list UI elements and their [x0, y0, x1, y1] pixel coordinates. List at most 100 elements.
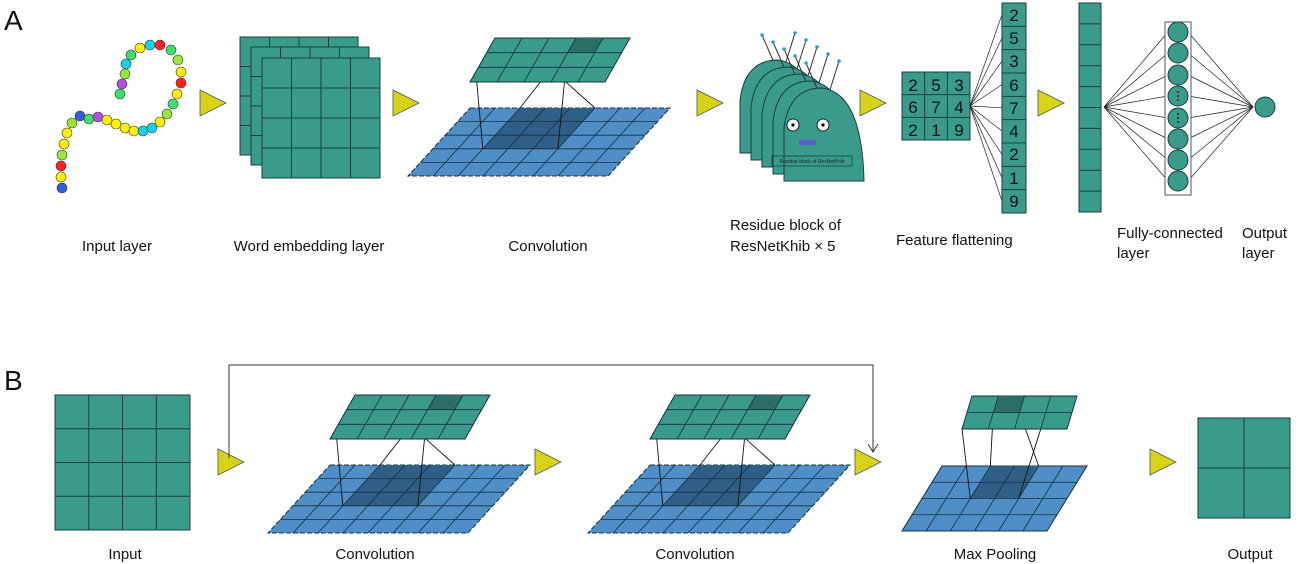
bead: [110, 118, 122, 130]
plane-line: [532, 107, 596, 177]
diagram-graphics: Residue block of ResNetKhib 2 5 3 6 7 4 …: [54, 2, 1291, 534]
flattened-numbers: 2 5 3 6 7 4 2 1 9: [1009, 6, 1018, 211]
bead: [175, 66, 187, 78]
label-convolution-a: Convolution: [508, 238, 587, 255]
label-conv1-b: Convolution: [335, 546, 414, 563]
plane-line: [437, 394, 464, 440]
fc-neuron: [1167, 128, 1189, 150]
label-output-2: layer: [1242, 245, 1275, 262]
fc-edge: [1187, 106, 1254, 140]
antenna-tip: [826, 52, 830, 56]
flat-cell: 5: [1009, 29, 1018, 48]
convolution-b1: [266, 394, 532, 534]
antenna-tip: [793, 54, 797, 58]
plane-line: [356, 394, 383, 440]
plane-line: [577, 37, 604, 83]
connector-line: [417, 438, 425, 506]
antenna: [795, 39, 807, 73]
bead: [137, 125, 149, 137]
grid-cell: 5: [931, 76, 940, 95]
output-feature-plane: [961, 395, 1078, 430]
flatten-line: [969, 105, 1003, 178]
flat-cell: 4: [1009, 122, 1018, 141]
arrow-icon: [534, 448, 562, 476]
bead: [83, 113, 95, 125]
bead: [146, 122, 158, 134]
plane-line: [757, 394, 784, 440]
plane-line: [507, 107, 571, 177]
plane-line: [457, 107, 521, 177]
antenna: [784, 32, 796, 66]
highlight-cell: [980, 466, 1015, 483]
pupil: [791, 123, 795, 127]
input-feature-plane: [406, 107, 672, 177]
bead: [120, 58, 132, 70]
fc-edge: [1103, 74, 1169, 108]
flatten-line: [969, 105, 1003, 155]
ellipsis-dot: [1177, 113, 1179, 115]
grid-cell: 9: [954, 121, 963, 140]
connector-line: [557, 81, 565, 149]
label-fc-2: layer: [1117, 245, 1150, 262]
plane-line: [637, 464, 701, 534]
fc-edge: [1187, 106, 1254, 119]
plane-line: [442, 464, 506, 534]
bead: [116, 78, 128, 90]
antenna: [806, 46, 818, 80]
bead: [56, 182, 68, 194]
fc-edge: [1187, 31, 1254, 108]
plane-line: [417, 464, 481, 534]
protein-sequence-beads: [55, 39, 187, 194]
plane-line: [392, 464, 456, 534]
ellipsis-dot: [1177, 95, 1179, 97]
flat-cell: 7: [1009, 99, 1018, 118]
feature-grid: [901, 71, 971, 141]
bead: [119, 68, 131, 80]
ellipsis-dot: [1177, 117, 1179, 119]
flatten-line: [969, 37, 1003, 107]
bead: [66, 117, 78, 129]
ellipsis-dot: [1177, 91, 1179, 93]
connector-line: [737, 438, 745, 506]
plane-line: [703, 394, 730, 440]
fc-edge: [1187, 74, 1254, 108]
highlight-cell: [567, 38, 603, 53]
highlight-cell: [427, 395, 463, 410]
label-word-embedding: Word embedding layer: [234, 238, 385, 255]
fc-edge: [1187, 106, 1254, 182]
bead: [175, 77, 187, 89]
label-residue-1: Residue block of: [730, 217, 842, 234]
plane-line: [687, 464, 751, 534]
antenna: [817, 53, 829, 87]
bead: [171, 88, 183, 100]
fc-edge: [1187, 52, 1254, 108]
bead: [125, 49, 137, 61]
name-plate: [771, 155, 853, 167]
plane-line: [523, 37, 550, 83]
bead: [56, 149, 68, 161]
fc-edge: [1103, 95, 1169, 108]
plane-line: [482, 107, 546, 177]
bead: [61, 127, 73, 139]
bead: [165, 44, 177, 56]
fc-neuron: [1167, 64, 1189, 86]
antenna-tip: [760, 33, 764, 37]
plane-line: [550, 37, 577, 83]
flatten-line: [969, 105, 1003, 202]
grid-cell: 7: [931, 98, 940, 117]
plane-line: [730, 394, 757, 440]
fc-edge: [1103, 106, 1169, 119]
plane-line: [432, 107, 496, 177]
grid-cell: 1: [931, 121, 940, 140]
arrow-icon: [1149, 448, 1177, 476]
bead: [114, 88, 126, 100]
arrow-icon: [217, 448, 245, 476]
bead: [154, 116, 166, 128]
arrow-icon: [1037, 89, 1065, 117]
fc-edge: [1103, 106, 1169, 182]
panel-b-label: B: [4, 365, 23, 396]
antenna-tip: [793, 31, 797, 35]
connector-line: [656, 438, 664, 506]
highlight-cell: [970, 482, 1005, 499]
flatten-line: [969, 105, 1003, 109]
